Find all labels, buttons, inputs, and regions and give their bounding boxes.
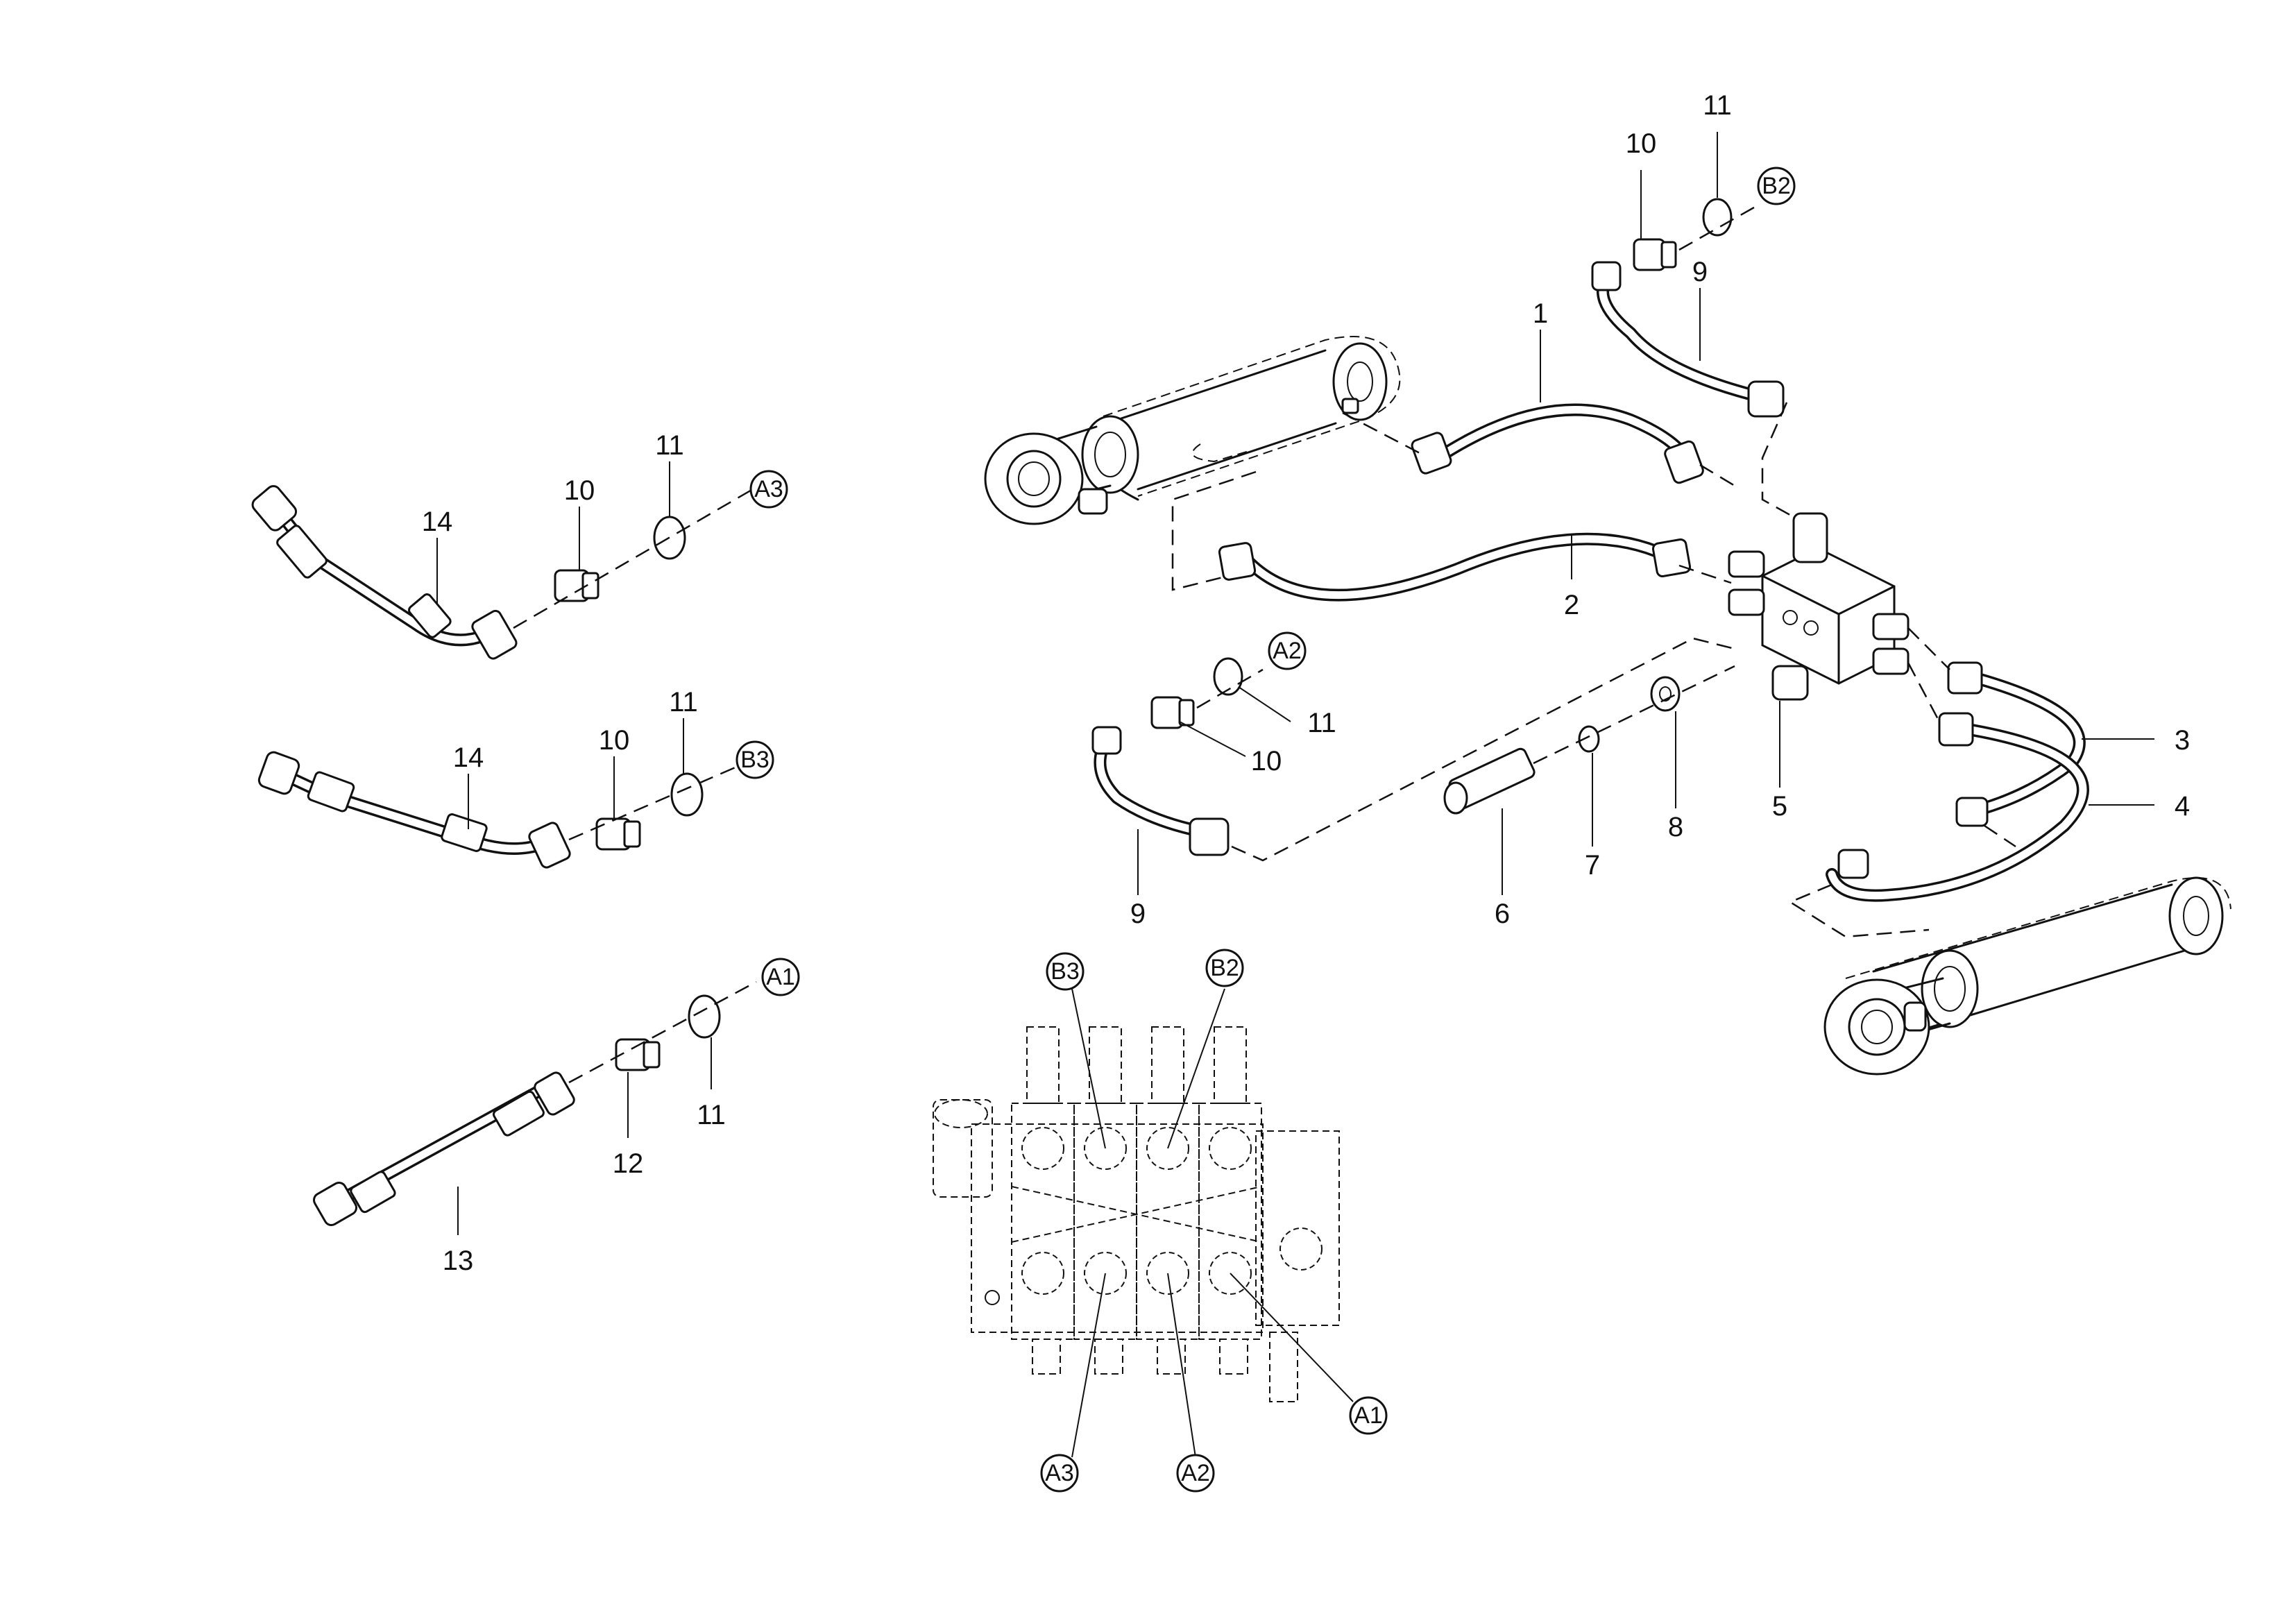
label-3: 3 xyxy=(2175,725,2190,756)
hose-4 xyxy=(1826,712,2089,902)
port-tag-b3-left: B3 xyxy=(735,740,774,779)
port-tag-b3-valve: B3 xyxy=(1046,952,1085,991)
label-10-top: 10 xyxy=(1626,128,1657,159)
port-tag-a3-valve: A3 xyxy=(1040,1454,1079,1493)
label-1: 1 xyxy=(1533,298,1548,329)
label-14-middle: 14 xyxy=(453,742,484,773)
o-ring-11-b2 xyxy=(1702,198,1733,237)
svg-text:A1: A1 xyxy=(766,964,795,990)
label-12: 12 xyxy=(613,1148,644,1179)
hose-assembly-13-a1 xyxy=(313,1071,575,1226)
label-7: 7 xyxy=(1585,850,1600,881)
label-11-upper: 11 xyxy=(655,430,684,461)
label-10-a2: 10 xyxy=(1251,746,1282,776)
port-tag-b2-valve: B2 xyxy=(1205,949,1244,987)
label-13: 13 xyxy=(443,1246,474,1276)
label-11-lower-left: 11 xyxy=(697,1100,726,1130)
label-11-middle: 11 xyxy=(669,687,698,717)
label-6: 6 xyxy=(1495,899,1510,929)
svg-text:A2: A2 xyxy=(1181,1460,1210,1486)
port-tag-a2-mid: A2 xyxy=(1268,631,1307,670)
washer-8 xyxy=(1650,676,1681,712)
adapter-10-b3 xyxy=(595,817,641,851)
label-5: 5 xyxy=(1772,791,1787,822)
port-tag-b2-top: B2 xyxy=(1757,167,1796,205)
label-10-middle: 10 xyxy=(599,725,630,756)
hose-1 xyxy=(1411,403,1704,484)
hose-2 xyxy=(1218,532,1692,602)
manifold-block-5 xyxy=(1728,512,1910,701)
svg-text:B3: B3 xyxy=(740,747,769,773)
leader-lines xyxy=(436,132,2154,1458)
label-14-upper: 14 xyxy=(422,507,453,537)
label-2: 2 xyxy=(1564,590,1579,620)
hose-9-a2 xyxy=(1091,726,1230,856)
port-tag-a3-left: A3 xyxy=(749,470,788,509)
svg-text:A3: A3 xyxy=(1045,1460,1074,1486)
port-tag-a2-valve: A2 xyxy=(1176,1454,1215,1493)
adapter-10-a3 xyxy=(554,569,599,602)
svg-text:A1: A1 xyxy=(1354,1402,1383,1429)
control-valve-bank xyxy=(933,1026,1340,1402)
washer-7 xyxy=(1578,725,1600,753)
svg-text:A3: A3 xyxy=(754,476,783,502)
hydraulic-cylinder-lower xyxy=(1823,876,2231,1076)
label-11-a2: 11 xyxy=(1307,708,1336,738)
adapter-10-a2 xyxy=(1150,696,1195,729)
port-tag-a1-valve: A1 xyxy=(1349,1396,1388,1435)
port-tag-a1-left: A1 xyxy=(761,958,800,996)
svg-text:A2: A2 xyxy=(1273,638,1302,664)
part-labels: 14 10 11 14 10 11 12 11 13 1 10 11 9 2 1… xyxy=(422,90,2190,1276)
spacer-6 xyxy=(1443,747,1536,815)
label-10-upper: 10 xyxy=(564,475,595,506)
svg-text:B2: B2 xyxy=(1762,173,1791,199)
o-ring-11-a2 xyxy=(1213,657,1243,696)
port-tags: A3 B3 A1 B2 A2 B3 B2 A3 xyxy=(735,167,1796,1493)
adapter-10-b2 xyxy=(1633,238,1677,271)
hose-assembly-14-a3 xyxy=(251,485,518,660)
hydraulic-cylinder-upper xyxy=(984,336,1401,525)
hose-3 xyxy=(1947,661,2086,818)
svg-text:B2: B2 xyxy=(1210,955,1239,981)
label-8: 8 xyxy=(1668,812,1683,842)
label-9-top: 9 xyxy=(1692,257,1708,287)
o-ring-11-b3 xyxy=(670,772,704,817)
o-ring-11-a1 xyxy=(688,994,721,1039)
hose-9-b2 xyxy=(1591,261,1785,418)
label-11-top: 11 xyxy=(1703,90,1732,121)
svg-text:B3: B3 xyxy=(1051,958,1080,985)
label-9-lower: 9 xyxy=(1130,899,1146,929)
adapter-12-a1 xyxy=(615,1038,661,1071)
label-4: 4 xyxy=(2175,791,2190,822)
hose-assembly-14-b3 xyxy=(257,751,571,869)
